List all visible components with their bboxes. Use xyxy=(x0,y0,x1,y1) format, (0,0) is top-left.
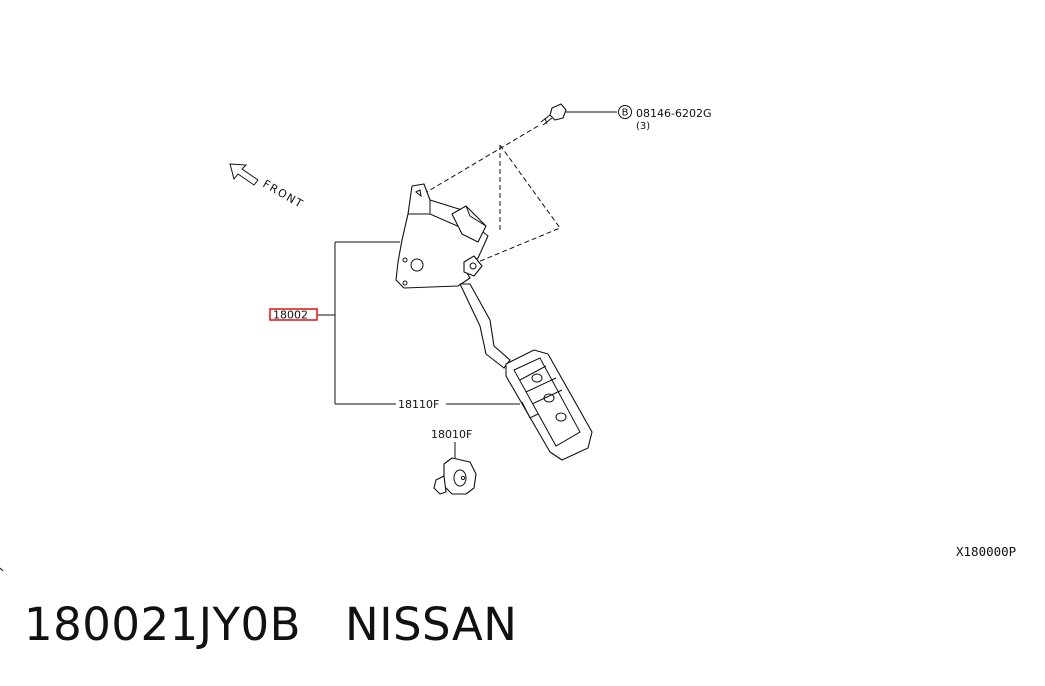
front-label: FRONT xyxy=(261,177,307,211)
assembly-part-highlight[interactable] xyxy=(269,308,318,321)
bolt-icon xyxy=(540,103,567,126)
edge-mark xyxy=(0,567,4,572)
accelerator-pedal-arm xyxy=(459,283,511,369)
assembly-leader-lines xyxy=(318,241,520,405)
bolt-marker: B xyxy=(622,108,629,119)
front-arrow-icon xyxy=(229,163,259,186)
diagram-reference-code: X180000P xyxy=(956,544,1017,559)
bolt-part-number: 08146-6202G xyxy=(636,107,711,120)
part-footer: 180021JY0B NISSAN xyxy=(24,598,517,651)
part-number-title: 180021JY0B xyxy=(24,598,302,651)
stopper-part-number[interactable]: 18010F xyxy=(431,428,472,441)
pedal-stopper-icon xyxy=(433,457,477,495)
accelerator-pedal-housing xyxy=(395,183,489,289)
accelerator-pedal-pad xyxy=(505,349,593,461)
bolt-quantity: (3) xyxy=(636,121,650,132)
bolt-marker-circle xyxy=(618,105,632,119)
brand-name: NISSAN xyxy=(345,598,518,651)
mounting-guide-lines xyxy=(424,125,561,263)
pedal-part-number[interactable]: 18110F xyxy=(398,398,439,411)
assembly-part-number[interactable]: 18002 xyxy=(273,309,308,322)
